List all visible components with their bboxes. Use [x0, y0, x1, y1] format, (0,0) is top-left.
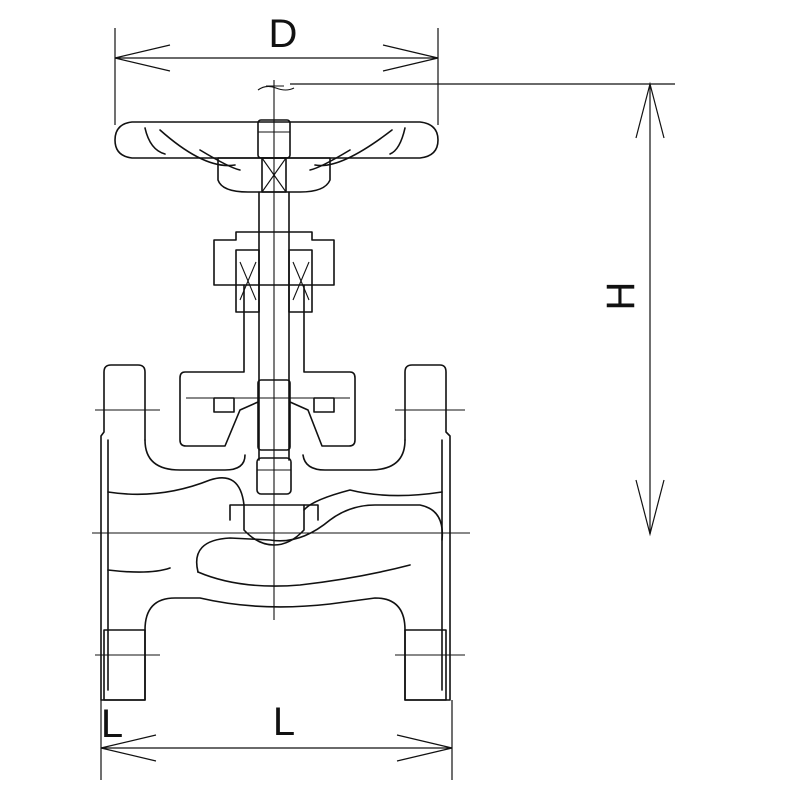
dimension-h: H	[290, 81, 675, 537]
dimension-d-label: D	[269, 12, 298, 56]
dimension-d: D	[114, 12, 439, 125]
center-lines	[92, 80, 470, 620]
valve-stem	[258, 191, 290, 461]
handwheel-hub	[217, 119, 331, 193]
right-flange	[395, 364, 465, 701]
corner-l-mark: L	[101, 702, 123, 746]
dimension-h-label: H	[599, 282, 643, 311]
bonnet	[179, 284, 356, 447]
packing-gland	[213, 231, 335, 313]
dimension-l: L L	[100, 700, 453, 780]
valve-disc	[243, 379, 305, 546]
valve-body	[107, 439, 444, 631]
left-flange	[95, 364, 160, 701]
dimension-l-label: L	[273, 700, 295, 744]
handwheel	[114, 85, 439, 171]
